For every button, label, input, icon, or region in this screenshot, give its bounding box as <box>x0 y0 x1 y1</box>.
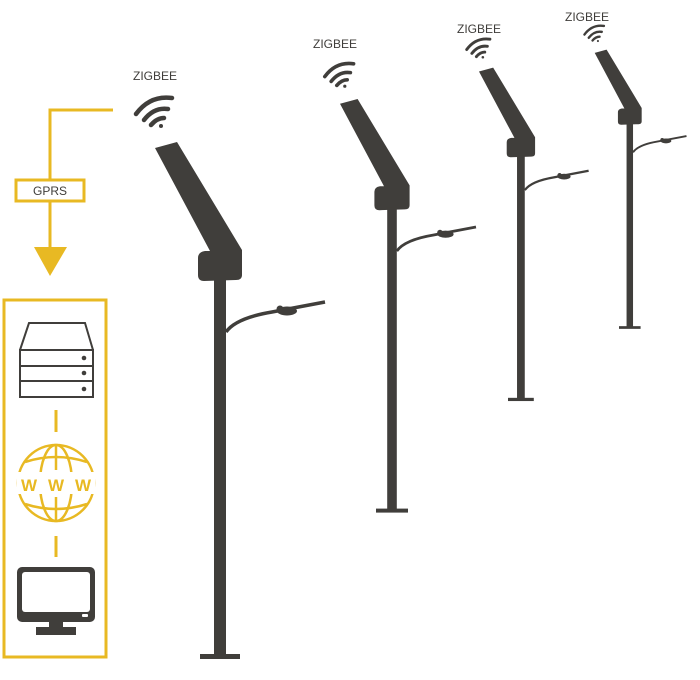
zigbee-label-2: ZIGBEE <box>313 37 357 51</box>
gprs-label: GPRS <box>33 184 67 198</box>
streetlight-3 <box>465 37 591 403</box>
streetlight-1 <box>136 98 325 659</box>
arrow-down-icon <box>34 247 67 276</box>
streetlight-4 <box>583 24 688 331</box>
zigbee-label-4: ZIGBEE <box>565 10 609 24</box>
monitor-icon <box>17 567 95 635</box>
server-icon <box>19 322 94 398</box>
streetlight-2 <box>322 61 478 515</box>
gprs-connector: GPRS <box>14 108 113 276</box>
zigbee-label-3: ZIGBEE <box>457 22 501 36</box>
www-letter: W <box>48 476 65 495</box>
www-letter: W <box>75 476 92 495</box>
gprs-box <box>14 178 86 203</box>
zigbee-label-1: ZIGBEE <box>133 69 177 83</box>
globe-www-icon: W W W <box>16 443 96 523</box>
www-letter: W <box>21 476 38 495</box>
